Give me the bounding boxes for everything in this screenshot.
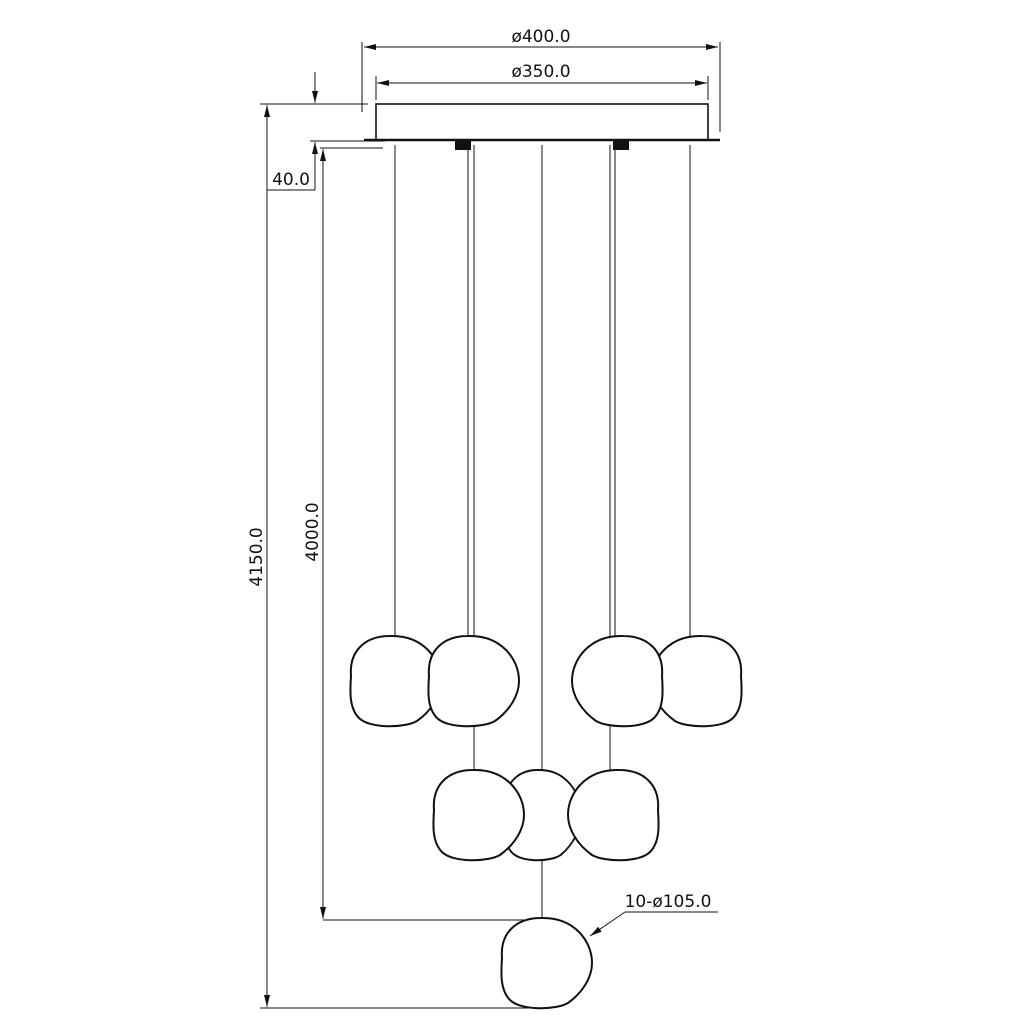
total-height-label: 4150.0 <box>247 527 267 586</box>
shade-spec-label: 10-ø105.0 <box>625 892 712 912</box>
shade <box>571 634 664 728</box>
canopy-height-label: 40.0 <box>272 170 310 190</box>
shade-spec-callout: 10-ø105.0 <box>589 892 718 937</box>
dimension-canopy-diameter: ø350.0 <box>375 62 709 100</box>
cable-length-label: 4000.0 <box>303 502 323 561</box>
shade <box>567 768 660 862</box>
shade <box>500 916 593 1010</box>
shade <box>432 768 525 862</box>
shade <box>650 634 743 728</box>
dimension-total-height: 4150.0 <box>247 105 548 1009</box>
canopy-diameter-label: ø350.0 <box>511 62 570 82</box>
glass-shades <box>349 634 743 1010</box>
canopy <box>364 103 720 150</box>
dimension-outer-diameter: ø400.0 <box>361 27 721 132</box>
shade <box>349 634 442 728</box>
dimension-canopy-height: 40.0 <box>260 72 385 191</box>
dimension-cable-length: 4000.0 <box>303 149 545 921</box>
shade <box>427 634 520 728</box>
outer-diameter-label: ø400.0 <box>511 27 570 47</box>
